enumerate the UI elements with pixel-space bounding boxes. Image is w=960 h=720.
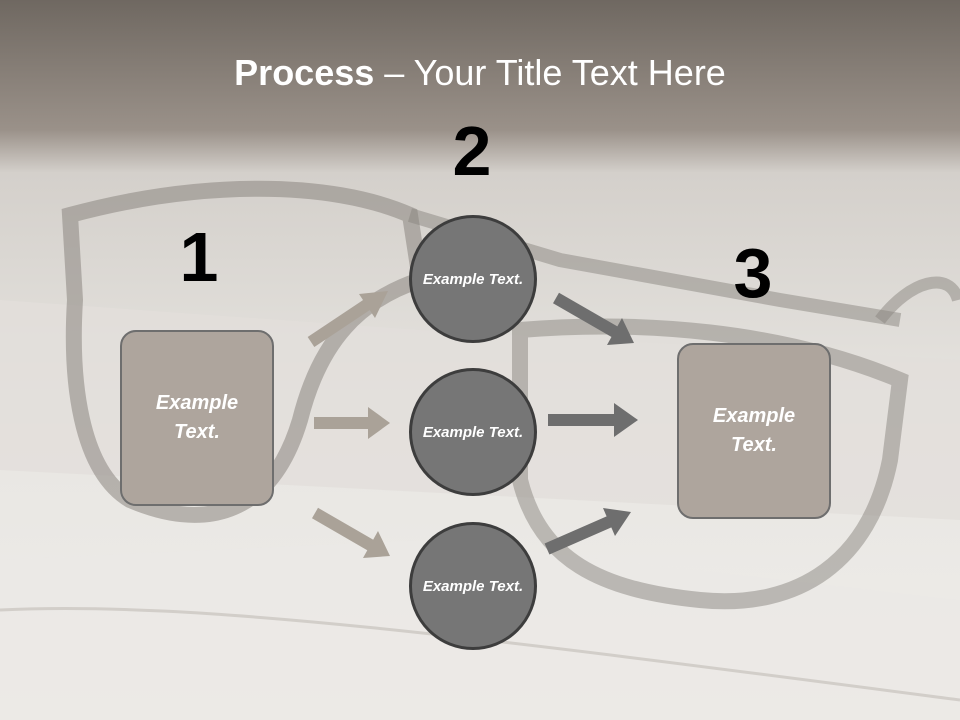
step-1-box: Example Text. <box>120 330 274 506</box>
step-2-circle-bottom: Example Text. <box>409 522 537 650</box>
title-rest: – Your Title Text Here <box>374 52 726 93</box>
step-3-text: Example Text. <box>712 405 796 456</box>
step-number-2: 2 <box>452 112 492 190</box>
arrow-1-to-bottom <box>311 507 390 558</box>
step-1-text: Example Text. <box>155 392 239 443</box>
circle-bottom-text: Example Text. <box>422 577 524 595</box>
title-bold: Process <box>234 52 375 93</box>
arrow-1-to-middle <box>314 407 390 439</box>
step-number-3: 3 <box>733 234 773 312</box>
step-2-circle-top: Example Text. <box>409 215 537 343</box>
step-2-circle-middle: Example Text. <box>409 368 537 496</box>
slide-title: Process – Your Title Text Here <box>0 52 960 94</box>
arrow-bottom-to-3 <box>544 508 631 555</box>
arrow-top-to-3 <box>553 292 634 345</box>
step-number-1: 1 <box>179 218 219 296</box>
circle-middle-text: Example Text. <box>422 423 524 441</box>
step-3-box: Example Text. <box>677 343 831 519</box>
circle-top-text: Example Text. <box>422 270 524 288</box>
arrow-middle-to-3 <box>548 403 638 437</box>
arrow-1-to-top <box>307 291 388 347</box>
